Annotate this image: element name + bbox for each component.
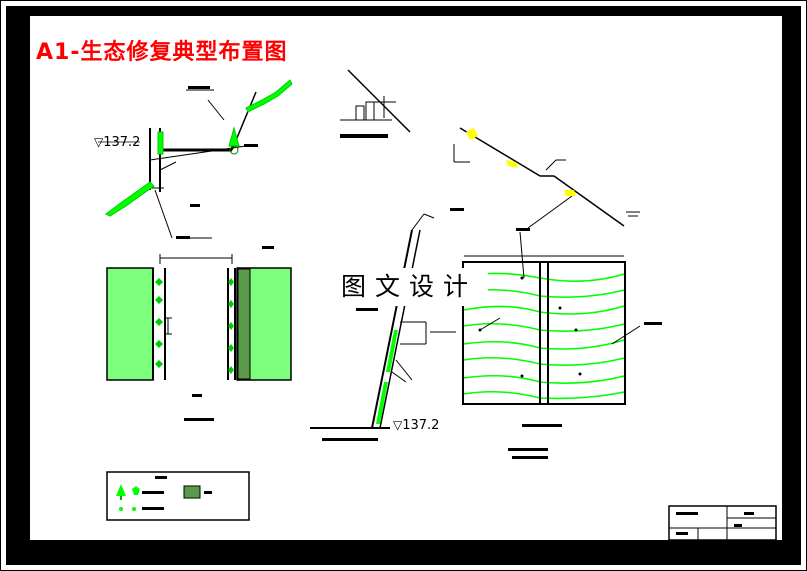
elevation-value-left: 137.2 xyxy=(103,135,141,150)
label-stubs-left xyxy=(176,86,258,239)
center-vegetation xyxy=(376,330,398,424)
elevation-value-right: 137.2 xyxy=(402,418,440,433)
detail-small xyxy=(340,69,411,138)
plan-view-left xyxy=(106,246,292,421)
slope-profile-right xyxy=(453,127,640,229)
slope-vegetation-left xyxy=(105,79,293,217)
elevation-label-left: ▽137.2 xyxy=(94,135,140,150)
drawing-title: A1-生态修复典型布置图 xyxy=(36,40,288,65)
plan-hedge-dots xyxy=(155,278,234,374)
elevation-triangle-icon: ▽ xyxy=(94,135,104,149)
slope-accents xyxy=(466,128,576,196)
elevation-label-right: ▽137.2 xyxy=(393,418,439,433)
legend-box xyxy=(106,471,250,521)
plan-view-right xyxy=(462,228,662,459)
title-block xyxy=(668,505,777,541)
watermark-text: 图文设计 xyxy=(330,268,488,306)
section-center xyxy=(310,213,456,429)
label-stubs-center xyxy=(322,208,464,441)
elevation-triangle-icon: ▽ xyxy=(393,418,403,432)
section-left xyxy=(98,89,257,239)
